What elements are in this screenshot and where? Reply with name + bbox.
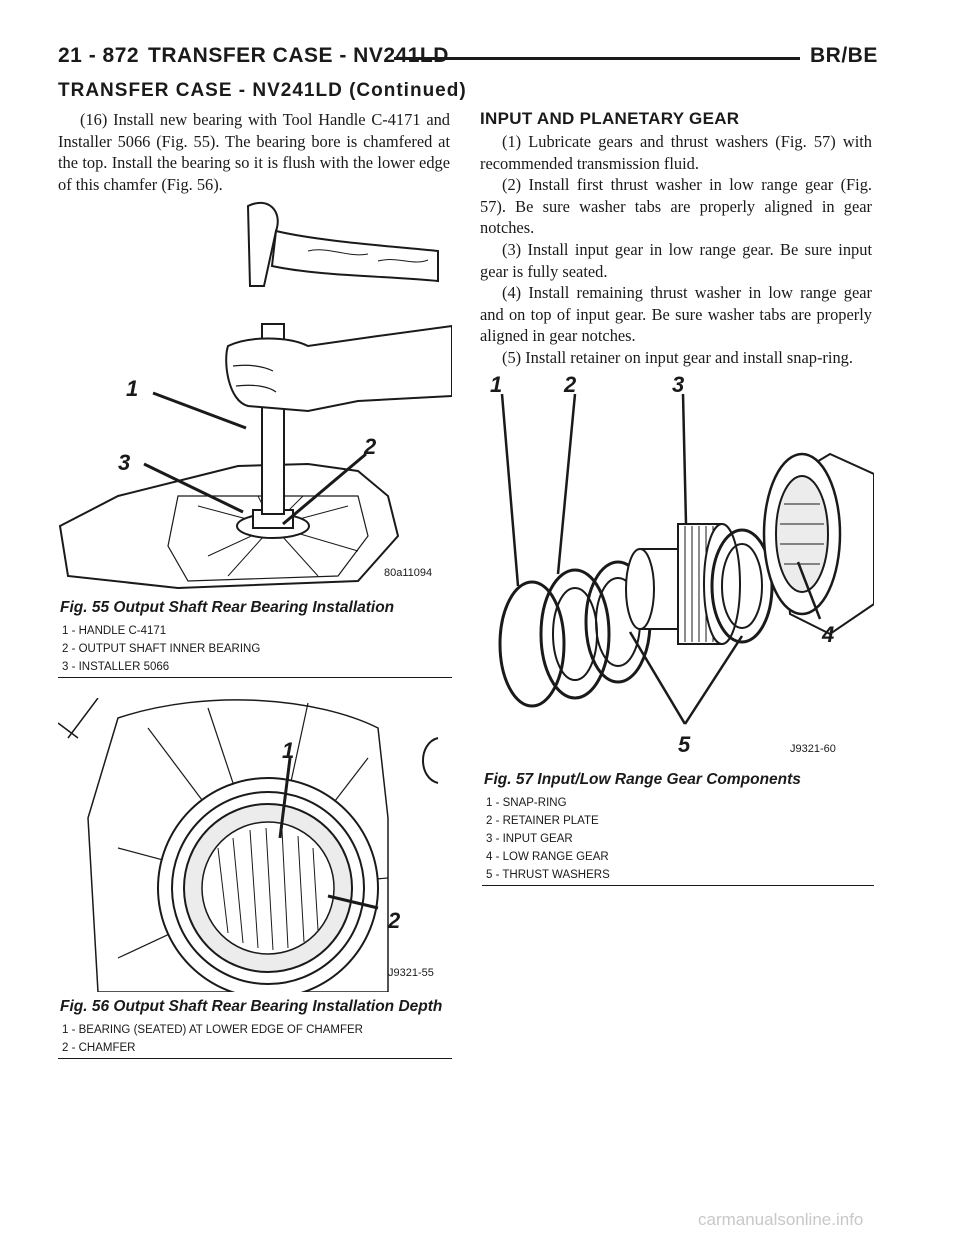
fig55-legend: 1 - HANDLE C-4171 2 - OUTPUT SHAFT INNER… (62, 622, 260, 676)
fig56-title: Fig. 56 Output Shaft Rear Bearing Instal… (60, 998, 443, 1015)
fig55-drawing: 1 3 2 80a11094 (58, 201, 453, 590)
fig55-code: 80a11094 (384, 567, 432, 579)
fig56-illustration: 1 2 J9321-55 (57, 697, 452, 999)
fig56-legend-item: 1 - BEARING (SEATED) AT LOWER EDGE OF CH… (62, 1024, 363, 1036)
fig56-code: J9321-55 (388, 967, 434, 979)
step-4-paragraph: (4) Install remaining thrust washer in l… (480, 283, 872, 346)
fig55-rule (58, 677, 452, 678)
fig57-title: Fig. 57 Input/Low Range Gear Components (484, 771, 801, 788)
fig57-callout-5: 5 (678, 732, 691, 757)
fig55-illustration: 1 3 2 80a11094 (58, 196, 453, 592)
fig57-legend-item: 5 - THRUST WASHERS (486, 869, 610, 881)
section-title: INPUT AND PLANETARY GEAR (480, 109, 740, 128)
step-1-paragraph: (1) Lubricate gears and thrust washers (… (480, 132, 872, 173)
fig57-callout-1: 1 (490, 372, 502, 397)
fig55-callout-3: 3 (118, 450, 130, 475)
fig55-legend-item: 2 - OUTPUT SHAFT INNER BEARING (62, 643, 261, 655)
fig56-callout-1: 1 (282, 738, 294, 763)
watermark: carmanualsonline.info (698, 1210, 864, 1229)
step-5-paragraph: (5) Install retainer on input gear and i… (502, 347, 853, 367)
model-code: BR/BE (810, 44, 878, 67)
fig57-rule (482, 885, 874, 886)
fig57-callout-3: 3 (672, 372, 684, 397)
fig57-callout-4: 4 (821, 622, 834, 647)
step-16-paragraph: (16) Install new bearing with Tool Handl… (58, 110, 450, 194)
page-number: 21 - 872 (58, 44, 140, 67)
fig57-legend-item: 2 - RETAINER PLATE (486, 815, 599, 827)
section-name: TRANSFER CASE - NV241LD (148, 44, 449, 67)
fig55-callout-1: 1 (126, 376, 138, 401)
fig57-legend-item: 1 - SNAP-RING (486, 797, 567, 809)
step-3-paragraph: (3) Install input gear in low range gear… (480, 239, 872, 281)
fig56-callout-2: 2 (387, 908, 401, 933)
fig55-callout-2: 2 (363, 434, 377, 459)
right-column-text: (1) Lubricate gears and thrust washers (… (480, 131, 872, 369)
fig57-drawing: 1 2 3 4 5 J9321-60 (490, 372, 875, 757)
fig57-legend-item: 4 - LOW RANGE GEAR (486, 851, 609, 863)
fig55-title: Fig. 55 Output Shaft Rear Bearing Instal… (60, 599, 395, 616)
continued-title: TRANSFER CASE - NV241LD (Continued) (58, 80, 467, 101)
fig56-rule (58, 1058, 452, 1059)
fig57-code: J9321-60 (790, 743, 836, 755)
fig57-legend: 1 - SNAP-RING 2 - RETAINER PLATE 3 - INP… (486, 794, 610, 884)
fig56-drawing: 1 2 J9321-55 (57, 697, 439, 999)
fig56-legend: 1 - BEARING (SEATED) AT LOWER EDGE OF CH… (62, 1021, 363, 1057)
fig57-callout-2: 2 (563, 372, 577, 397)
step-2-paragraph: (2) Install first thrust washer in low r… (480, 175, 872, 238)
header-rule (394, 57, 800, 60)
fig57-legend-item: 3 - INPUT GEAR (486, 833, 573, 845)
fig55-legend-item: 3 - INSTALLER 5066 (62, 661, 170, 673)
left-column-text: (16) Install new bearing with Tool Handl… (58, 109, 450, 195)
fig55-legend-item: 1 - HANDLE C-4171 (62, 625, 167, 637)
fig56-legend-item: 2 - CHAMFER (62, 1042, 136, 1054)
fig57-illustration: 1 2 3 4 5 J9321-60 (480, 364, 875, 764)
